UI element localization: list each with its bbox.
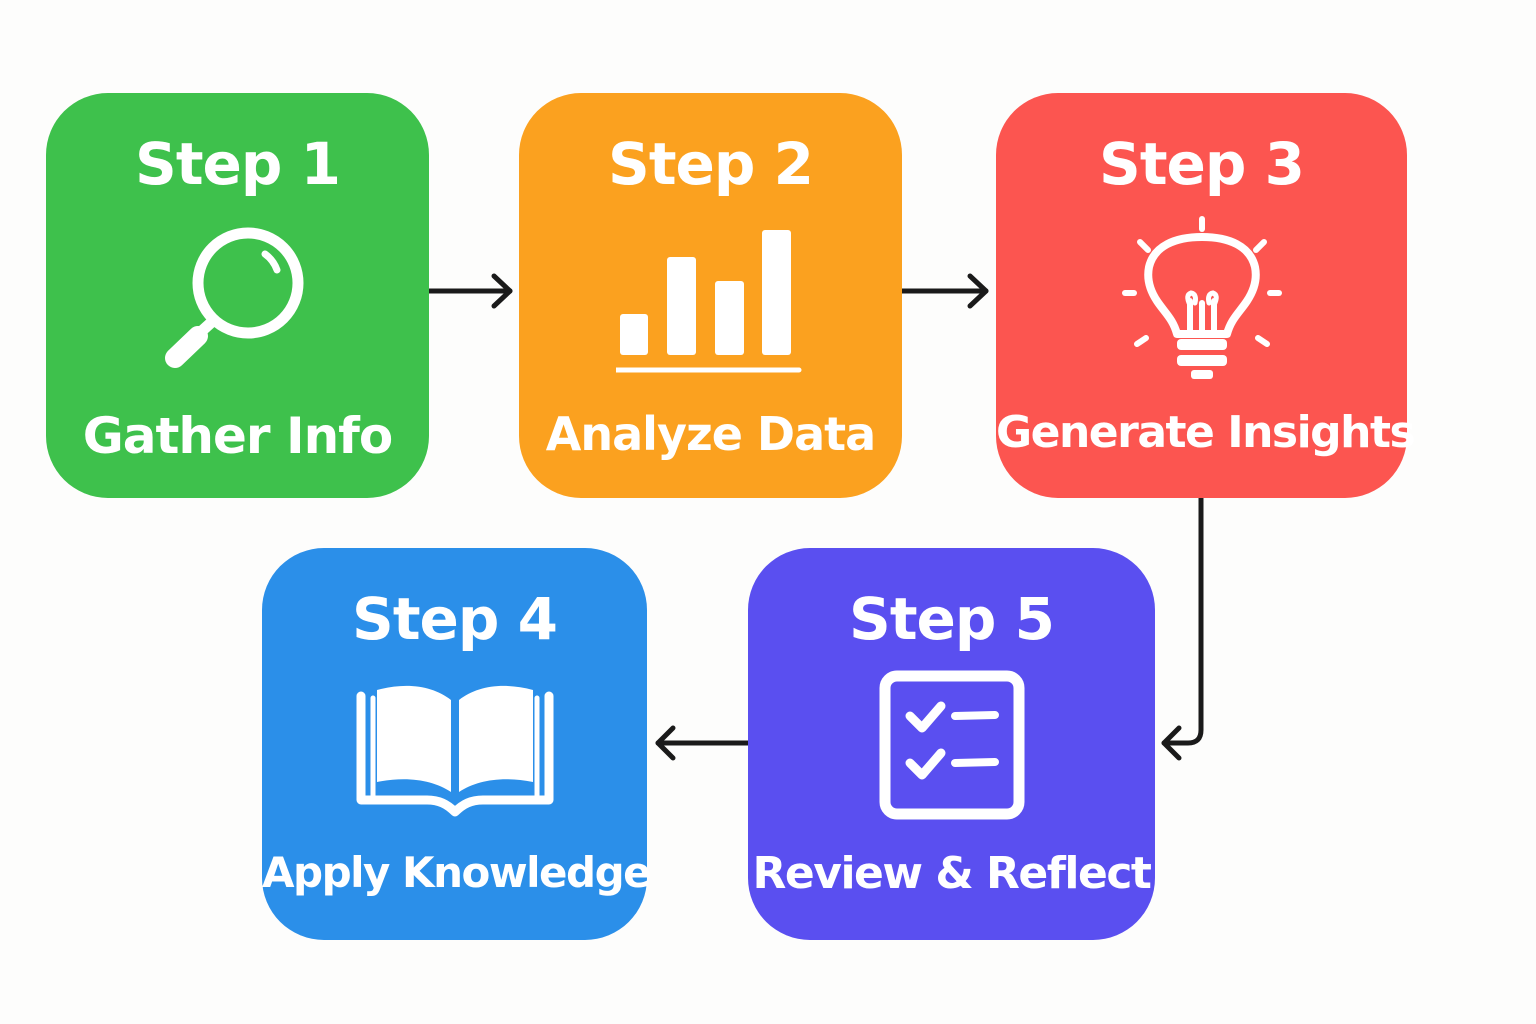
magnifying-glass-icon xyxy=(163,227,313,377)
lightbulb-icon xyxy=(1117,215,1287,390)
arrow-step3-to-step5 xyxy=(1161,495,1204,761)
step-3-label: Generate Insights xyxy=(996,407,1416,458)
step-4-label: Apply Knowledge xyxy=(262,848,652,897)
step-3-card: Step 3 xyxy=(996,93,1416,498)
step-1-card: Step 1 Gather Info xyxy=(46,93,429,498)
step-4-title: Step 4 xyxy=(352,585,558,653)
step-1-title: Step 1 xyxy=(135,130,341,198)
step-2-title: Step 2 xyxy=(608,130,814,198)
bar-chart-icon xyxy=(615,227,806,375)
step-4-card: Step 4 Apply Knowledge xyxy=(262,548,652,940)
step-5-title: Step 5 xyxy=(849,585,1055,653)
arrow-step2-to-step3 xyxy=(899,273,989,309)
step-2-label: Analyze Data xyxy=(545,407,876,461)
arrow-step5-to-step4 xyxy=(655,725,751,761)
step-1-label: Gather Info xyxy=(82,407,394,465)
arrow-step1-to-step2 xyxy=(426,273,513,309)
checklist-icon xyxy=(877,668,1027,823)
step-2-card: Step 2 Analyze Data xyxy=(519,93,902,498)
step-5-card: Step 5 Review & Reflect xyxy=(748,548,1155,940)
step-5-label: Review & Reflect xyxy=(752,848,1152,899)
step-3-title: Step 3 xyxy=(1099,130,1305,198)
open-book-icon xyxy=(355,678,555,823)
